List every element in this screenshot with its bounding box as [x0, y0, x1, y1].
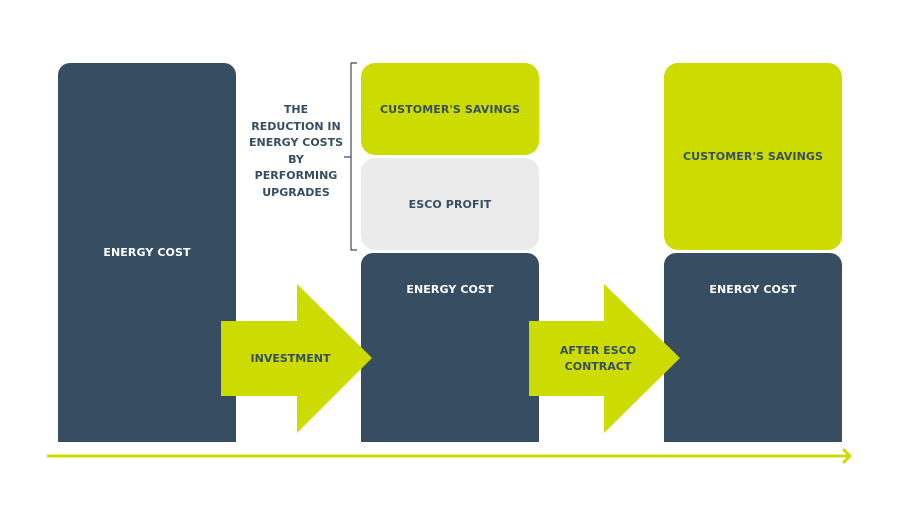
energy-cost-middle-label: ENERGY COST	[406, 283, 494, 296]
investment-arrow-label: INVESTMENT	[228, 321, 353, 396]
energy-cost-before-label: ENERGY COST	[103, 246, 191, 259]
after-contract-arrow-icon	[529, 284, 680, 433]
bracket-label: THE REDUCTION IN ENERGY COSTS BY PERFORM…	[248, 103, 344, 199]
investment-arrow-icon	[221, 284, 372, 433]
arrow-right-icon	[841, 447, 853, 465]
energy-cost-after-label: ENERGY COST	[709, 283, 797, 296]
customer-savings-label-after: CUSTOMER'S SAVINGS	[682, 150, 824, 163]
customer-savings-label-middle: CUSTOMER'S SAVINGS	[379, 102, 521, 116]
after-contract-label-text: AFTER ESCO CONTRACT	[559, 343, 637, 373]
customer-savings-block-after: CUSTOMER'S SAVINGS	[664, 63, 842, 250]
energy-cost-middle-block: ENERGY COST	[361, 253, 539, 442]
esco-profit-block: ESCO PROFIT	[361, 158, 539, 250]
after-contract-arrow-label: AFTER ESCO CONTRACT	[553, 321, 643, 396]
energy-cost-before-block: ENERGY COST	[58, 63, 236, 442]
bracket-icon	[344, 62, 357, 251]
energy-cost-after-block: ENERGY COST	[664, 253, 842, 442]
customer-savings-block-middle: CUSTOMER'S SAVINGS	[361, 63, 539, 155]
esco-profit-label: ESCO PROFIT	[408, 197, 492, 211]
investment-label-text: INVESTMENT	[250, 351, 331, 365]
